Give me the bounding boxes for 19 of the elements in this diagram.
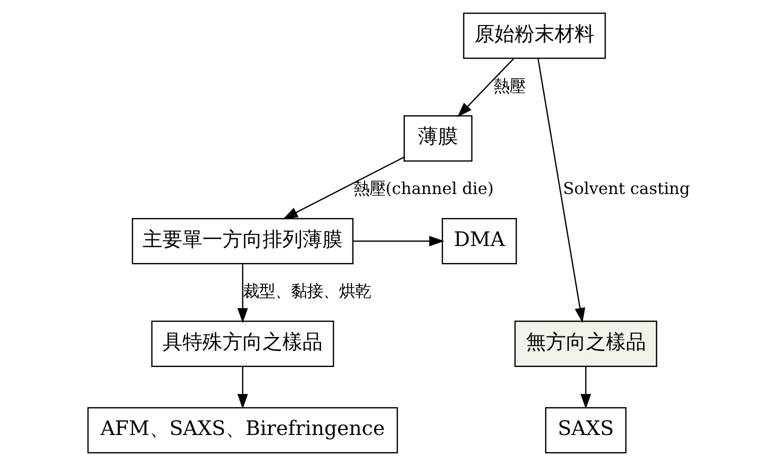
arrow	[457, 58, 514, 118]
edge-label: Solvent casting	[563, 179, 690, 198]
node-box: SAXS	[545, 407, 626, 454]
arrow	[353, 236, 444, 246]
arrow	[282, 156, 404, 220]
node-box: 無方向之樣品	[514, 320, 658, 367]
arrow	[537, 58, 586, 323]
node-box: 具特殊方向之樣品	[151, 320, 334, 367]
arrow	[237, 264, 248, 324]
node-box: 薄膜	[404, 115, 472, 162]
node-box: 主要單一方向排列薄膜	[132, 218, 354, 264]
edge-label: 熱壓	[493, 76, 526, 96]
node-box: DMA	[442, 218, 517, 264]
arrow	[580, 366, 592, 410]
node-box: 原始粉末材料	[463, 12, 606, 59]
edge-label: 熱壓(channel die)	[354, 179, 494, 198]
edge-label: 裁型、黏接、烘乾	[243, 282, 372, 301]
node-box: AFM、SAXS、Birefringence	[87, 407, 398, 454]
arrow	[237, 366, 248, 410]
